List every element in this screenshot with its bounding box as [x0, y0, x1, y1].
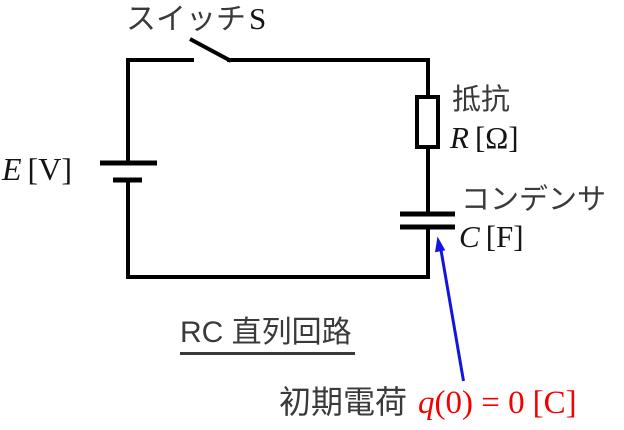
- annotation-arrow-icon: [435, 236, 446, 253]
- annotation-variable: q: [418, 385, 435, 421]
- initial-charge-annotation: 初期電荷 q(0) = 0[C]: [279, 386, 577, 420]
- switch-label: スイッチ S: [126, 3, 266, 35]
- circuit-caption: RC 直列回路: [180, 318, 355, 355]
- resistor-variable: R: [450, 120, 469, 155]
- annotation-prefix: 初期電荷: [279, 384, 408, 420]
- annotation-unit: [C]: [532, 385, 577, 421]
- wire-top-right: [227, 58, 430, 97]
- wire-bottom: [126, 181, 430, 279]
- capacitor-unit: [F]: [485, 219, 524, 254]
- resistor-symbol: [415, 95, 440, 149]
- switch-symbol-letter: S: [249, 1, 267, 36]
- annotation-arrow-shaft: [439, 249, 465, 382]
- annotation-expression: (0) = 0: [434, 385, 525, 421]
- capacitor-variable: C: [459, 219, 480, 254]
- annotation-equation: q(0) = 0[C]: [418, 387, 577, 420]
- battery-variable: E: [2, 151, 22, 187]
- switch-label-jp: スイッチ: [126, 3, 246, 36]
- capacitor-label-math: C[F]: [459, 221, 524, 252]
- battery-label: E[V]: [2, 153, 72, 185]
- capacitor-label-jp: コンデンサ: [461, 184, 607, 216]
- resistor-unit: [Ω]: [474, 120, 519, 155]
- resistor-label-math: R[Ω]: [450, 122, 519, 153]
- wire-top-left: [126, 58, 194, 164]
- resistor-label-jp: 抵抗: [452, 84, 511, 116]
- battery-unit: [V]: [27, 151, 72, 187]
- switch-arm-icon: [189, 37, 232, 63]
